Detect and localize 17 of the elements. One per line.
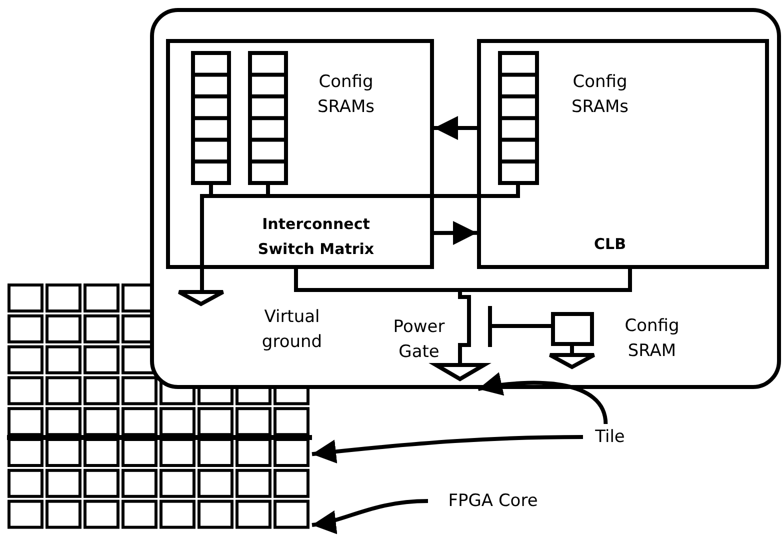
arrow	[312, 499, 428, 534]
callout-label: Tile	[583, 424, 637, 450]
arrow	[434, 116, 477, 140]
annotation-label: Virtual ground	[260, 306, 324, 354]
block-label: Config SRAMs	[316, 71, 376, 119]
annotation-label: Power Gate	[392, 316, 446, 364]
switch-matrix-box	[200, 194, 430, 265]
arrow	[478, 372, 608, 424]
clb-box	[477, 39, 769, 269]
tile-box	[150, 8, 781, 389]
block-label: CLB	[593, 234, 627, 255]
arrow	[312, 435, 584, 464]
sram-cell-box	[551, 312, 594, 346]
callout-label: FPGA Core	[428, 488, 558, 514]
component-label: Config SRAM	[624, 315, 680, 363]
block-label: Interconnect Switch Matrix	[256, 214, 376, 260]
block-label: Config SRAMs	[570, 71, 630, 119]
